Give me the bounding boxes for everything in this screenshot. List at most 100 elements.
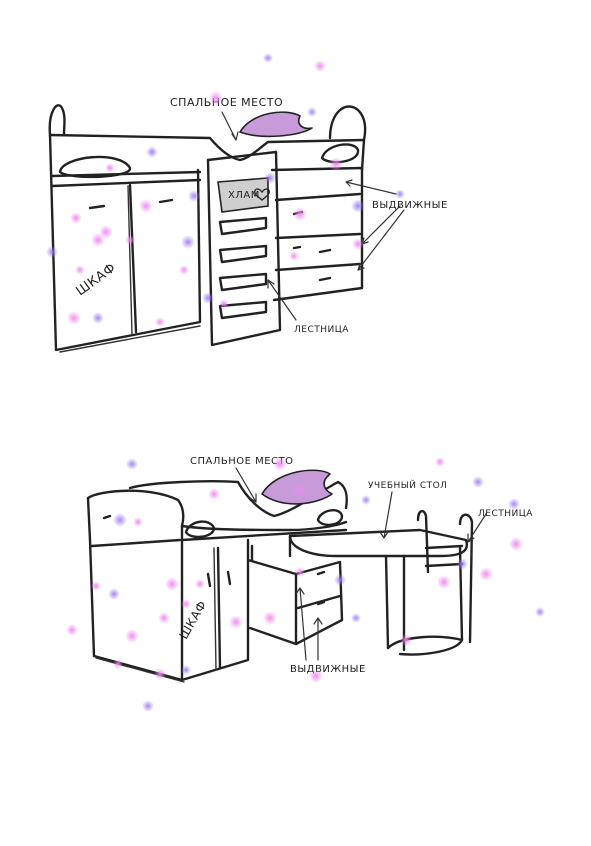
sparkle-dot xyxy=(92,312,104,324)
sparkle-dot xyxy=(295,567,305,577)
sparkle-dot xyxy=(70,212,82,224)
sparkle-dot xyxy=(209,91,223,105)
arrow-ladder-bottom xyxy=(467,513,487,543)
sparkle-dot xyxy=(351,613,361,623)
sparkle-dot xyxy=(181,665,191,675)
ladder-frame xyxy=(206,150,282,347)
sparkle-dot xyxy=(289,251,299,261)
sparkle-dot xyxy=(125,235,135,245)
bottom-drawer-unit xyxy=(246,558,344,646)
label-ladder-top: ЛЕСТНИЦА xyxy=(294,325,349,335)
sparkle-dot xyxy=(158,612,170,624)
sparkle-dot xyxy=(195,579,205,589)
label-sleeping-place-top: СПАЛЬНОЕ МЕСТО xyxy=(170,96,283,109)
arrow-drawers-2 xyxy=(361,205,401,245)
bottom-wardrobe-outline xyxy=(88,524,184,682)
sparkle-dot xyxy=(293,483,307,497)
sparkle-dot xyxy=(309,669,323,683)
sparkle-dot xyxy=(133,517,143,527)
sparkle-dot xyxy=(472,476,484,488)
desk-base xyxy=(386,635,464,656)
sparkle-dot xyxy=(400,634,412,646)
sparkle-dot xyxy=(126,458,138,470)
label-drawers-top: ВЫДВИЖНЫЕ xyxy=(372,200,448,211)
sparkle-dot xyxy=(181,599,191,609)
label-sleeping-place-bottom: СПАЛЬНОЕ МЕСТО xyxy=(190,456,294,467)
sparkle-dot xyxy=(165,577,179,591)
drawer-cabinet-outline xyxy=(270,166,364,302)
sparkle-dot xyxy=(139,199,153,213)
sparkle-dot xyxy=(361,495,371,505)
label-junk: ХЛАМ xyxy=(228,190,260,201)
sparkle-dot xyxy=(352,238,364,250)
sparkle-dot xyxy=(99,225,113,239)
bottom-left-headboard xyxy=(86,489,185,542)
arrow-sleeping-bottom xyxy=(235,467,257,503)
sparkle-dot xyxy=(154,668,166,680)
sparkle-dot xyxy=(314,60,326,72)
sparkle-dot xyxy=(208,488,220,500)
arrow-drawers-bottom-1 xyxy=(295,587,307,661)
sparkle-dot xyxy=(329,157,343,171)
sparkle-dot xyxy=(307,107,317,117)
bed-top-rim xyxy=(48,133,366,162)
sparkle-overlay xyxy=(46,53,545,712)
sparkle-dot xyxy=(273,457,287,471)
sparkle-dot xyxy=(179,265,189,275)
sparkle-dot xyxy=(219,299,229,309)
arrow-sleeping-top xyxy=(221,111,239,141)
sparkle-dot xyxy=(479,567,493,581)
sparkle-dot xyxy=(108,588,120,600)
sparkle-dot xyxy=(437,575,451,589)
sparkle-dot xyxy=(91,581,101,591)
arrow-drawers-1 xyxy=(345,179,397,195)
sparkle-dot xyxy=(263,611,277,625)
label-ladder-bottom: ЛЕСТНИЦА xyxy=(478,509,533,519)
left-oval-cutout xyxy=(58,155,132,179)
junk-shelf xyxy=(217,177,269,213)
bottom-right-cutout xyxy=(316,509,344,527)
sparkle-dot xyxy=(105,163,115,173)
left-headboard xyxy=(48,104,66,137)
arrow-drawers-3 xyxy=(357,209,405,271)
sparkle-dot xyxy=(46,246,58,258)
arrow-drawers-bottom-2 xyxy=(313,617,323,661)
sparkle-dot xyxy=(263,53,273,63)
sparkle-dot xyxy=(113,513,127,527)
sparkle-dot xyxy=(293,207,307,221)
arrow-desk xyxy=(379,491,393,539)
bottom-left-cutout xyxy=(184,520,216,539)
desk-top xyxy=(288,528,469,558)
loft-bed-sketch-top xyxy=(48,104,405,353)
sparkle-dot xyxy=(264,172,276,184)
sparkle-dot xyxy=(113,659,123,669)
sparkle-dot xyxy=(142,700,154,712)
sparkle-dot xyxy=(146,146,158,158)
sparkle-dot xyxy=(535,607,545,617)
sparkle-dot xyxy=(188,190,200,202)
right-headboard xyxy=(328,105,367,142)
sparkle-dot xyxy=(181,235,195,249)
sparkle-dot xyxy=(66,624,78,636)
sparkle-dot xyxy=(435,457,445,467)
loft-bed-sketch-bottom xyxy=(86,467,487,683)
sparkle-dot xyxy=(75,265,85,275)
sparkle-dot xyxy=(125,629,139,643)
bottom-ladder-posts xyxy=(416,509,430,574)
sparkle-dot xyxy=(351,199,365,213)
sparkle-dot xyxy=(67,311,81,325)
sparkle-dot xyxy=(229,615,243,629)
sparkle-dot xyxy=(155,317,165,327)
sparkle-dot xyxy=(508,498,520,510)
label-study-desk: УЧЕБНЫЙ СТОЛ xyxy=(368,479,447,491)
heart-icon xyxy=(254,188,270,201)
sparkle-dot xyxy=(202,292,214,304)
label-drawers-bottom: ВЫДВИЖНЫЕ xyxy=(290,664,366,675)
wardrobe-outline xyxy=(48,133,202,352)
sparkle-dot xyxy=(334,574,346,586)
sparkle-dot xyxy=(509,537,523,551)
sparkle-dot xyxy=(456,558,468,570)
arrow-ladder-top xyxy=(267,279,297,321)
pillow xyxy=(239,111,313,138)
